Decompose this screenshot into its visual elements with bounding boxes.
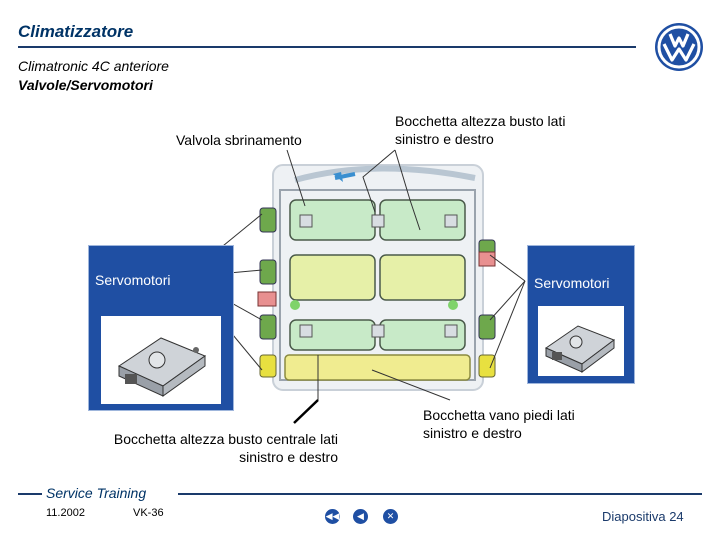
label-center-vents-line2: sinistro e destro	[239, 449, 338, 465]
label-defrost-valve: Valvola sbrinamento	[176, 132, 302, 148]
label-side-vents-line2: sinistro e destro	[395, 131, 494, 147]
servomotor-panel-right-title: Servomotori	[534, 275, 610, 291]
vw-logo-icon	[655, 23, 703, 71]
subtitle: Climatronic 4C anteriore	[18, 58, 169, 74]
footer-code: VK-36	[133, 507, 164, 519]
servomotor-photo-right	[538, 306, 624, 376]
servomotor-panel-right: Servomotori	[527, 245, 635, 384]
valve-housing-diagram	[257, 164, 496, 391]
title-divider	[18, 46, 636, 48]
footer-divider-left	[18, 493, 42, 495]
footer-date: 11.2002	[46, 507, 85, 519]
servomotor-panel-left-title: Servomotori	[95, 272, 171, 288]
label-side-vents: Bocchetta altezza busto lati sinistro e …	[395, 112, 565, 148]
label-center-vents-line1: Bocchetta altezza busto centrale lati	[113, 431, 338, 447]
label-footwell-line1: Bocchetta vano piedi lati	[423, 407, 575, 423]
label-center-vents: Bocchetta altezza busto centrale lati si…	[50, 430, 338, 466]
slide-number: Diapositiva 24	[602, 509, 684, 524]
label-side-vents-line1: Bocchetta altezza busto lati	[395, 113, 566, 129]
nav-home-icon[interactable]: ◀◀	[325, 509, 340, 524]
footer-divider-right	[178, 493, 702, 495]
footer-brand: Service Training	[46, 485, 147, 501]
servomotor-icon	[544, 325, 616, 373]
section-heading: Valvole/Servomotori	[18, 77, 153, 93]
page-title: Climatizzatore	[18, 22, 134, 41]
servomotor-panel-left: Servomotori	[88, 245, 234, 411]
servomotor-icon	[117, 337, 207, 397]
label-footwell-vents: Bocchetta vano piedi lati sinistro e des…	[423, 406, 575, 442]
label-footwell-line2: sinistro e destro	[423, 425, 522, 441]
servomotor-photo-left	[101, 316, 221, 404]
nav-close-icon[interactable]: ✕	[383, 509, 398, 524]
nav-back-icon[interactable]: ◀	[353, 509, 368, 524]
